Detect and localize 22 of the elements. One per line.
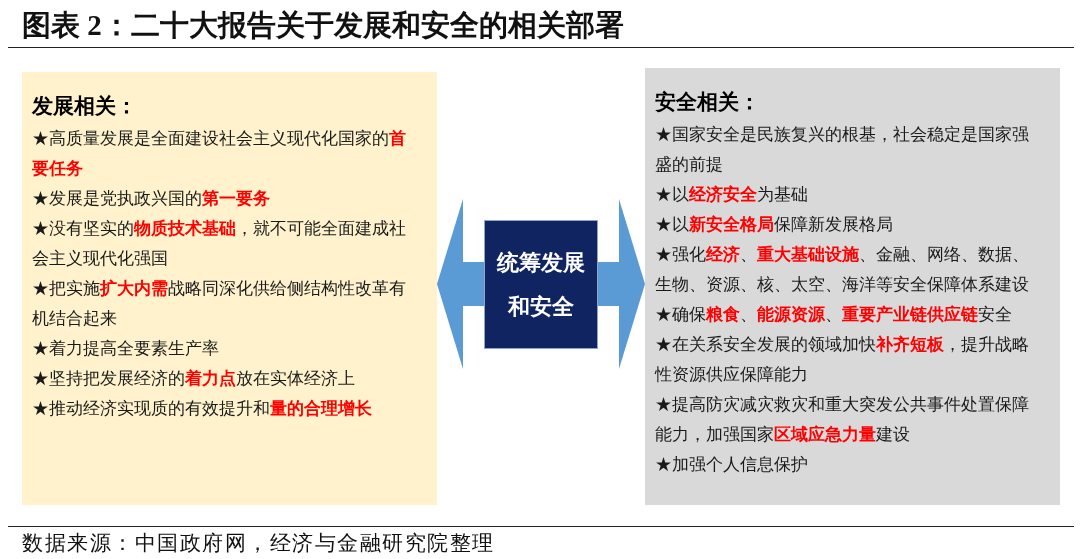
- bullet-text: ★坚持把发展经济的着力点放在实体经济上: [32, 368, 355, 390]
- bullet-text: ★国家安全是民族复兴的根基，社会稳定是国家强盛的前提: [655, 124, 1030, 176]
- text-panel: [645, 68, 1060, 505]
- text-panel: [22, 72, 437, 505]
- bullet-text: ★以经济安全为基础: [655, 184, 808, 206]
- bullet-text: ★提高防灾减灾救灾和重大突发公共事件处置保障能力，加强国家区域应急力量建设: [655, 394, 1030, 446]
- bullet-text: ★以新安全格局保障新发展格局: [655, 214, 893, 236]
- panel-heading: 安全相关：: [655, 89, 760, 116]
- bullet-text: ★确保粮食、能源资源、重要产业链供应链安全: [655, 304, 1012, 326]
- bullet-text: ★高质量发展是全面建设社会主义现代化国家的首要任务: [32, 128, 407, 180]
- bullet-text: ★把实施扩大内需战略同深化供给侧结构性改革有机结合起来: [32, 278, 407, 330]
- panel-heading: 发展相关：: [32, 93, 137, 120]
- title: 图表 2：二十大报告关于发展和安全的相关部署: [22, 8, 624, 43]
- caption: 数据来源：中国政府网，经济与金融研究院整理: [22, 531, 495, 556]
- bullet-text: ★在关系安全发展的领域加快补齐短板，提升战略性资源供应保障能力: [655, 334, 1030, 386]
- bullet-text: ★没有坚实的物质技术基础，就不可能全面建成社会主义现代化强国: [32, 218, 407, 270]
- bullet-text: ★推动经济实现质的有效提升和量的合理增长: [32, 398, 372, 420]
- bullet-text: ★着力提高全要素生产率: [32, 338, 219, 360]
- bullet-text: ★加强个人信息保护: [655, 454, 808, 476]
- center-box: 统筹发展和安全: [484, 220, 598, 349]
- bullet-text: ★发展是党执政兴国的第一要务: [32, 188, 270, 210]
- bullet-text: ★强化经济、重大基础设施、金融、网络、数据、生物、资源、核、太空、海洋等安全保障体系建设: [655, 244, 1030, 296]
